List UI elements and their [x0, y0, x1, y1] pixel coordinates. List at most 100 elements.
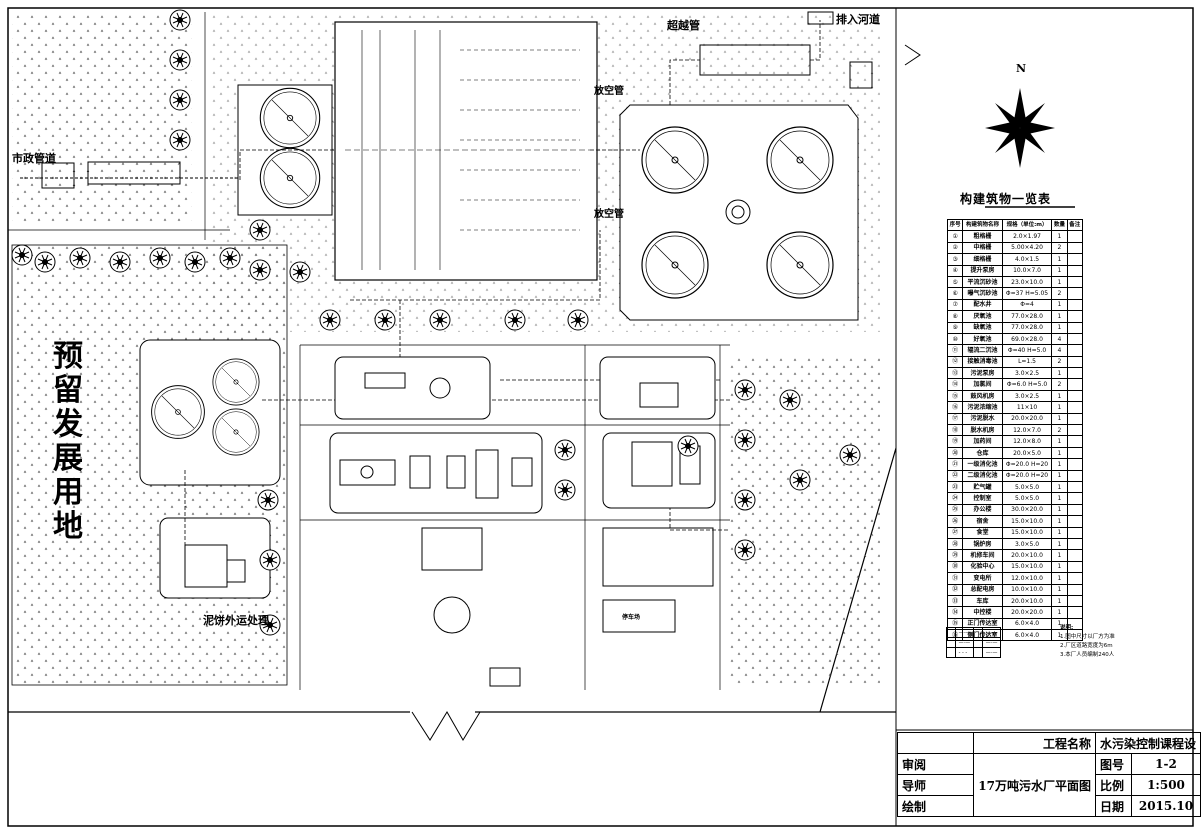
legend-cell: 1 — [1051, 515, 1068, 528]
legend-cell: 1 — [1051, 253, 1068, 266]
scale-value: 1:500 — [1130, 774, 1201, 796]
legend-cell: 食堂 — [962, 526, 1003, 539]
notes-block: 说明: 1.图中尺寸以厂方为准 2.厂区道路宽度为6m 3.本厂人员编制240人 — [1060, 625, 1115, 658]
legend-cell: 锅炉房 — [962, 537, 1003, 551]
legend-cell — [1066, 321, 1084, 334]
legend-cell: 1 — [1051, 526, 1068, 539]
legend-cell: ④ — [946, 264, 964, 277]
legend-cell: ⑯ — [946, 401, 964, 414]
legend-cell: 12.0×10.0 — [1001, 572, 1053, 585]
legend-cell: 缺氧池 — [962, 321, 1003, 334]
legend-cell: 加药间 — [962, 435, 1003, 448]
legend-cell: ⑳ — [946, 446, 964, 460]
legend-cell — [1066, 469, 1084, 483]
legend-cell: 69.0×28.0 — [1001, 332, 1053, 346]
legend-cell: 20.0×20.0 — [1001, 412, 1053, 426]
legend-cell — [1066, 367, 1084, 380]
legend-cell: 15.0×10.0 — [1001, 515, 1053, 528]
legend-cell: 1 — [1051, 275, 1068, 289]
legend-cell: 77.0×28.0 — [1001, 321, 1053, 334]
legend-cell: ⑩ — [946, 332, 964, 346]
reserved-land-label: 预 留 发 展 用 地 — [53, 339, 83, 544]
legend-cell: ㉗ — [946, 526, 964, 539]
overflow-pipe-label: 超越管 — [667, 19, 700, 32]
legend-cell — [1066, 526, 1084, 539]
legend-cell: 二级消化池 — [962, 469, 1003, 483]
legend-cell: 12.0×7.0 — [1001, 424, 1053, 437]
legend-cell: ㉔ — [946, 492, 964, 505]
legend-cell: ㉕ — [946, 503, 964, 517]
legend-cell — [1066, 310, 1084, 323]
vent-pipe-label: 放空管 — [594, 209, 624, 220]
legend-cell: 30.0×20.0 — [1001, 503, 1053, 517]
legend-cell — [1066, 344, 1084, 357]
legend-cell: 加氯间 — [962, 378, 1003, 391]
legend-cell: 2 — [1051, 378, 1068, 391]
legend-cell: 3.0×5.0 — [1001, 537, 1053, 551]
legend-cell: ⑰ — [946, 412, 964, 426]
legend-cell: 粗格栅 — [962, 230, 1003, 243]
legend-cell: 20.0×20.0 — [1001, 606, 1053, 619]
legend-cell: 1 — [1051, 492, 1068, 505]
legend-title: 构建筑物一览表 — [960, 192, 1052, 206]
legend-cell — [1066, 287, 1084, 300]
legend-cell: ⑬ — [946, 367, 964, 380]
vent-pipe-label: 放空管 — [594, 86, 624, 97]
legend-cell: 5.00×4.20 — [1001, 241, 1053, 255]
legend-cell: 1 — [1051, 560, 1068, 574]
discharge-river-label: 排入河道 — [836, 13, 880, 26]
legend-cell: 污泥浓缩池 — [962, 401, 1003, 414]
legend-cell — [1066, 617, 1084, 631]
legend-cell: ⑨ — [946, 321, 964, 334]
legend-cell: 1 — [1051, 230, 1068, 243]
legend-cell: ⑥ — [946, 287, 964, 300]
legend-cell: 4 — [1051, 332, 1068, 346]
legend-header: 数量 — [1051, 218, 1068, 232]
legend-cell: 2 — [1051, 287, 1068, 300]
legend-cell: 1 — [1051, 389, 1068, 403]
legend-cell: ㉝ — [946, 594, 964, 608]
legend-cell: 1 — [1051, 480, 1068, 494]
legend-cell: 15.0×10.0 — [1001, 560, 1053, 574]
legend-cell — [1066, 515, 1084, 528]
legend-cell: Φ=40 H=5.0 — [1001, 344, 1053, 357]
parking-label: 停车场 — [622, 614, 641, 621]
legend-cell: 5.0×5.0 — [1001, 492, 1053, 505]
legend-cell: 仓库 — [962, 446, 1003, 460]
legend-cell — [1066, 629, 1084, 642]
legend-cell: 77.0×28.0 — [1001, 310, 1053, 323]
legend-cell: ㉛ — [946, 572, 964, 585]
legend-cell: 11×10 — [1001, 401, 1053, 414]
legend-cell: ㉓ — [946, 480, 964, 494]
legend-cell: 化验中心 — [962, 560, 1003, 574]
legend-cell: ⑭ — [946, 378, 964, 391]
legend-cell: 细格栅 — [962, 253, 1003, 266]
legend-cell: 6.0×4.0 — [1001, 617, 1053, 631]
drawing-no: 1-2 — [1130, 753, 1201, 775]
legend-header: 规格（单位:m） — [1001, 218, 1053, 232]
legend-cell: 变电所 — [962, 572, 1003, 585]
legend-cell: 控制室 — [962, 492, 1003, 505]
review-label: 审阅 — [896, 753, 975, 775]
legend-cell — [1066, 275, 1084, 289]
